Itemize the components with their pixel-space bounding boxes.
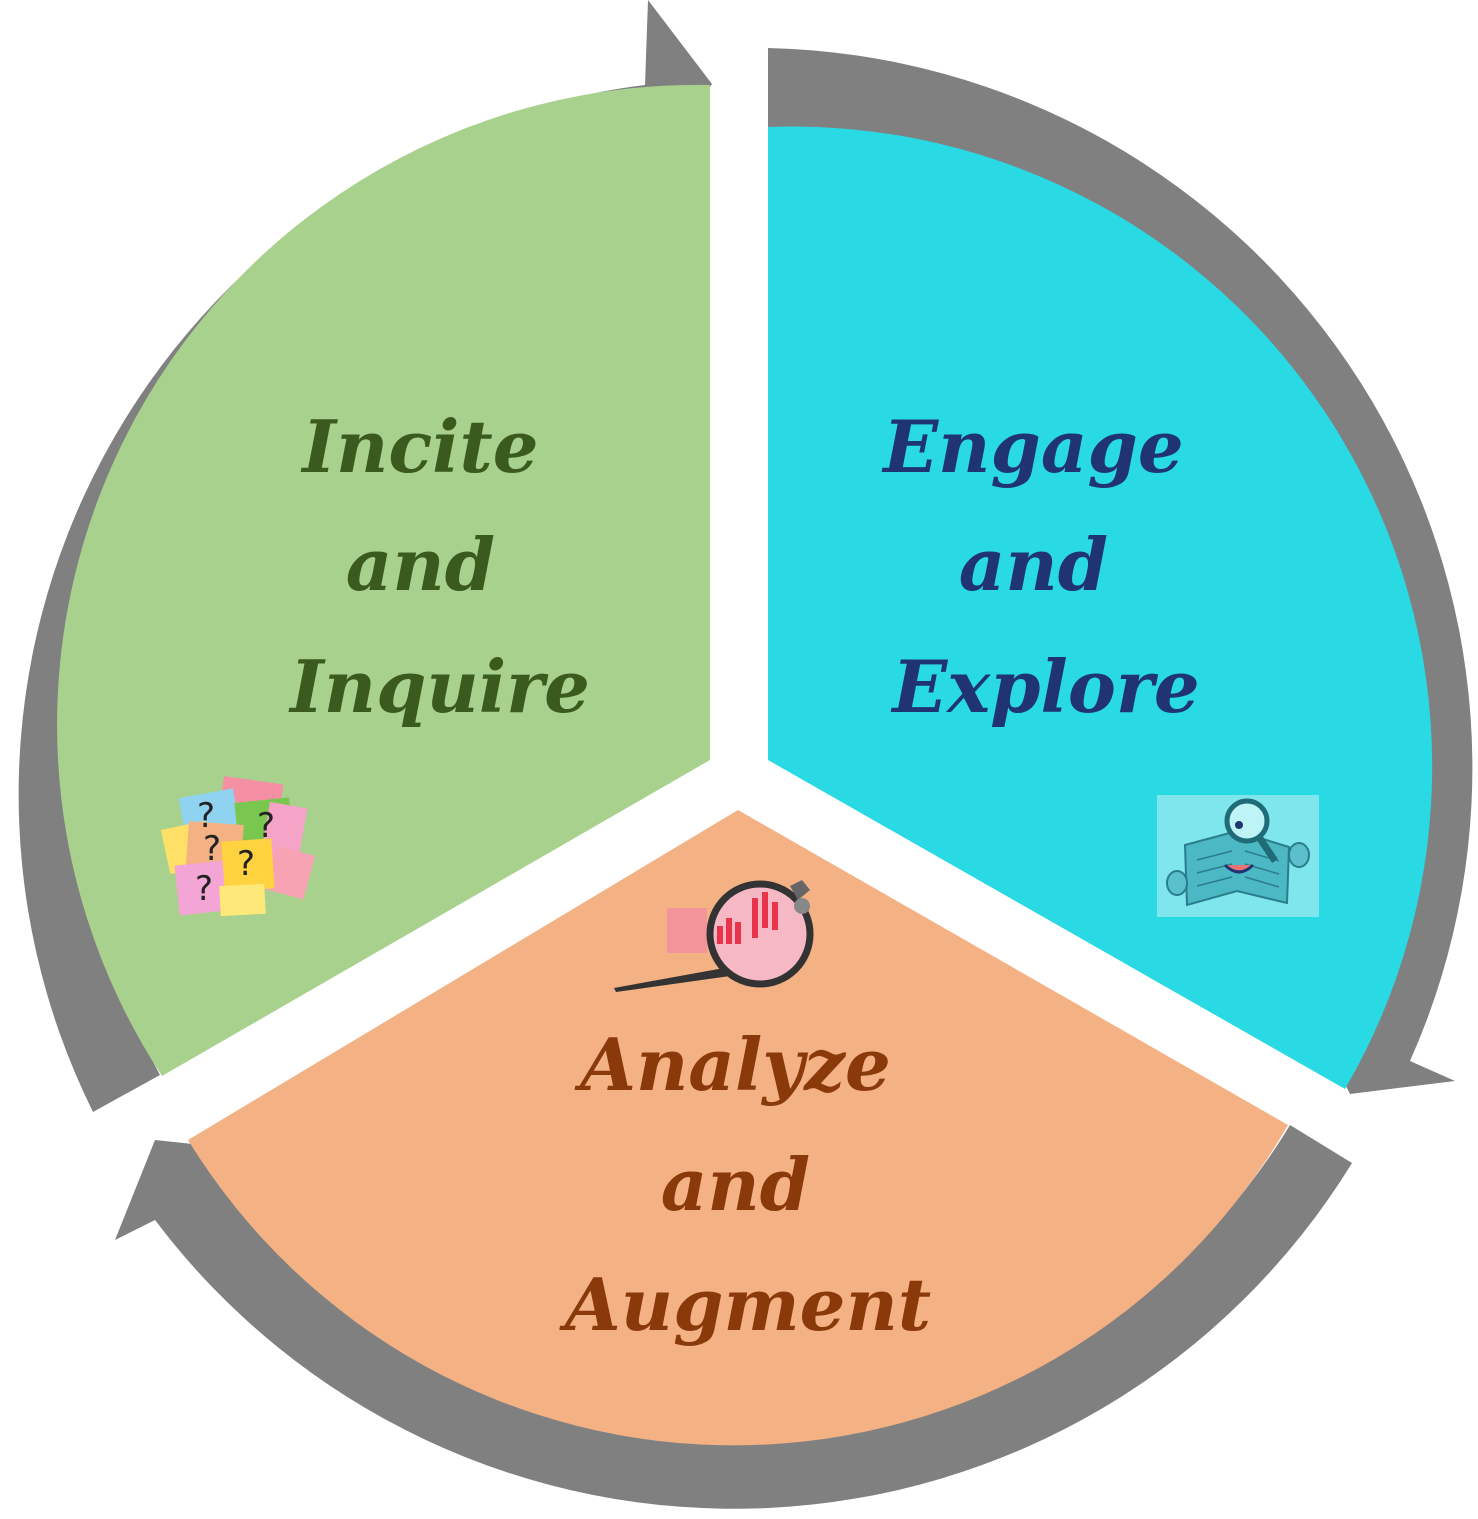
segment-incite-line-2: and xyxy=(346,522,495,607)
ring-arrow-bottom xyxy=(115,1125,1352,1509)
segment-engage-label: Engage and Explore xyxy=(881,404,1208,729)
segment-analyze-line-3: Augment xyxy=(559,1262,931,1347)
segment-analyze-line-2: and xyxy=(661,1142,810,1227)
question-notes-icon: ? ? ? ? ? xyxy=(160,776,316,917)
segment-engage: Engage and Explore xyxy=(768,126,1433,1090)
svg-text:?: ? xyxy=(197,796,215,836)
segment-analyze: Analyze and Augment xyxy=(188,810,1288,1446)
segment-engage-line-1: Engage xyxy=(881,404,1183,489)
segment-incite-label: Incite and Inquire xyxy=(288,404,590,729)
segment-engage-line-2: and xyxy=(959,522,1108,607)
svg-text:?: ? xyxy=(203,829,221,869)
ring-arrow-right xyxy=(768,48,1473,1094)
svg-text:?: ? xyxy=(195,869,213,909)
segment-engage-line-3: Explore xyxy=(890,644,1199,729)
chart-magnifier-icon xyxy=(614,880,814,992)
svg-text:?: ? xyxy=(237,844,255,884)
segment-analyze-shape xyxy=(188,810,1288,1446)
book-magnifier-icon xyxy=(1157,795,1319,917)
segment-incite-line-1: Incite xyxy=(300,404,538,489)
segment-analyze-label: Analyze and Augment xyxy=(559,1022,931,1347)
segment-incite-line-3: Inquire xyxy=(288,644,590,729)
segment-analyze-line-1: Analyze xyxy=(574,1022,891,1107)
segment-incite: Incite and Inquire ? ? ? ? ? xyxy=(57,84,710,1077)
svg-text:?: ? xyxy=(257,806,275,846)
